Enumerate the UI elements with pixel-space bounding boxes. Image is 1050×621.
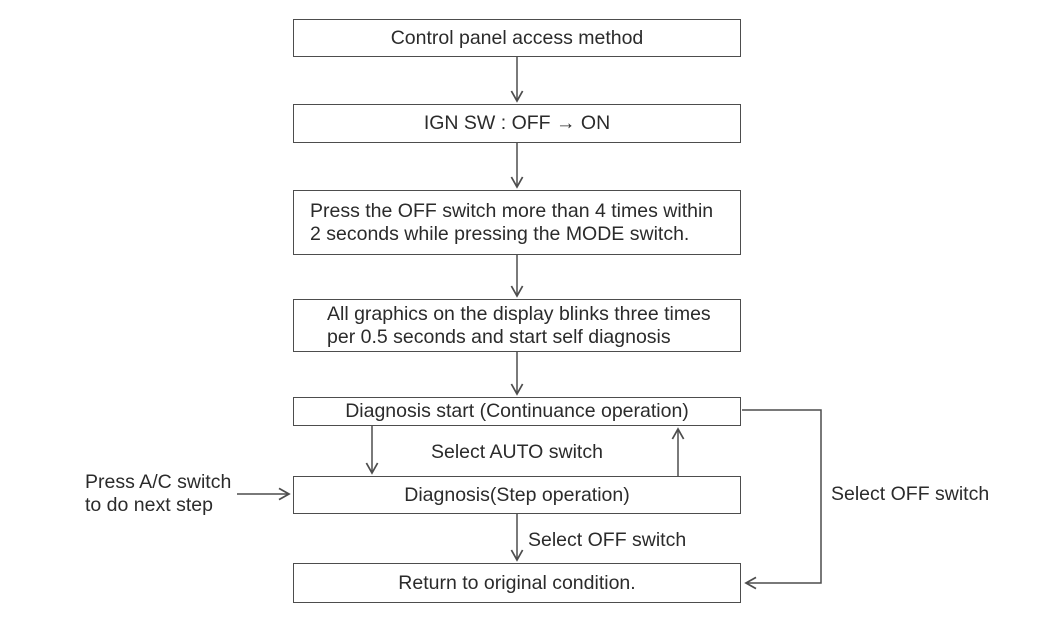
select-auto-switch-label: Select AUTO switch [431, 441, 603, 463]
press-ac-switch-note: Press A/C switch to do next step [85, 471, 232, 516]
select-off-switch-loop-label: Select OFF switch [831, 483, 990, 505]
flow-box-press-off-switch: Press the OFF switch more than 4 times w… [293, 190, 741, 255]
flow-box-ign-sw: IGN SW : OFF → ON [293, 104, 741, 143]
flow-box-diagnosis-start: Diagnosis start (Continuance operation) [293, 397, 741, 426]
flow-box-return-original: Return to original condition. [293, 563, 741, 603]
select-off-switch-step-label: Select OFF switch [528, 529, 687, 551]
flow-box-display-blinks: All graphics on the display blinks three… [293, 299, 741, 352]
connector-diagstart-loop-to-return [742, 409, 822, 590]
flow-box-control-panel-access: Control panel access method [293, 19, 741, 57]
flow-box-diagnosis-step: Diagnosis(Step operation) [293, 476, 741, 514]
